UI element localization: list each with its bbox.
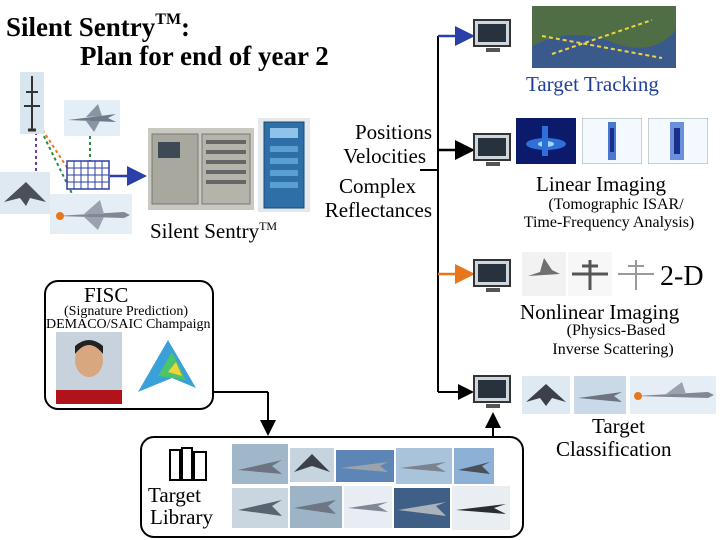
nonlinear-reconstruction-images: [522, 252, 658, 296]
stealth-fighter-icon: [0, 172, 50, 214]
monitor-icon-linear: [473, 133, 511, 166]
classification-label-line-1: Target: [592, 414, 645, 438]
aircraft-thumbnail-grid: [232, 444, 510, 530]
silent-sentry-system-label: Silent SentryTM: [150, 219, 278, 243]
title-line-2: Plan for end of year 2: [80, 41, 329, 71]
tracking-map-image: [532, 6, 676, 68]
complex-label: Complex: [339, 174, 416, 198]
nonlinear-imaging-sub-1: (Physics-Based: [566, 322, 666, 339]
title-line-1: Silent SentryTM:: [6, 11, 191, 42]
researcher-portrait-image: [56, 332, 122, 404]
library-label-line-1: Target: [148, 483, 201, 507]
linear-imaging-label: Linear Imaging: [536, 172, 667, 196]
server-cabinet-image: [258, 118, 310, 212]
isar-image-1: [516, 118, 576, 164]
monitor-icon-classification: [473, 375, 511, 408]
positions-label: Positions: [354, 120, 432, 144]
antenna-array-grid-icon: [66, 160, 110, 190]
fisc-org: DEMACO/SAIC Champaign: [46, 317, 211, 332]
library-label-line-2: Library: [150, 505, 213, 529]
fisc-subtitle: (Signature Prediction): [64, 304, 189, 319]
aircraft-signature-render: [128, 332, 204, 402]
linear-imaging-sub-2: Time-Frequency Analysis): [523, 214, 695, 231]
nonlinear-imaging-sub-2: Inverse Scattering): [552, 341, 674, 358]
f16-jet-icon: [50, 194, 132, 234]
target-tracking-label: Target Tracking: [526, 72, 659, 96]
monitor-icon-tracking: [473, 19, 511, 52]
two-d-tag: 2-D: [660, 261, 704, 292]
classification-aircraft-images: [522, 376, 716, 414]
monitor-icon-nonlinear: [473, 259, 511, 292]
isar-image-3: [648, 118, 708, 164]
book-stack-icon: [169, 447, 207, 481]
classification-label-line-2: Classification: [556, 437, 672, 461]
processing-rack-image: [148, 128, 254, 210]
linear-imaging-sub-1: (Tomographic ISAR/: [548, 196, 684, 213]
reflectances-label: Reflectances: [324, 198, 432, 222]
jet-aircraft-icon: [64, 100, 120, 136]
velocities-label: Velocities: [343, 144, 426, 168]
fisc-title: FISC: [84, 283, 129, 307]
nonlinear-imaging-label: Nonlinear Imaging: [520, 300, 680, 324]
antenna-tower-icon: [20, 72, 44, 134]
isar-image-2: [582, 118, 642, 164]
